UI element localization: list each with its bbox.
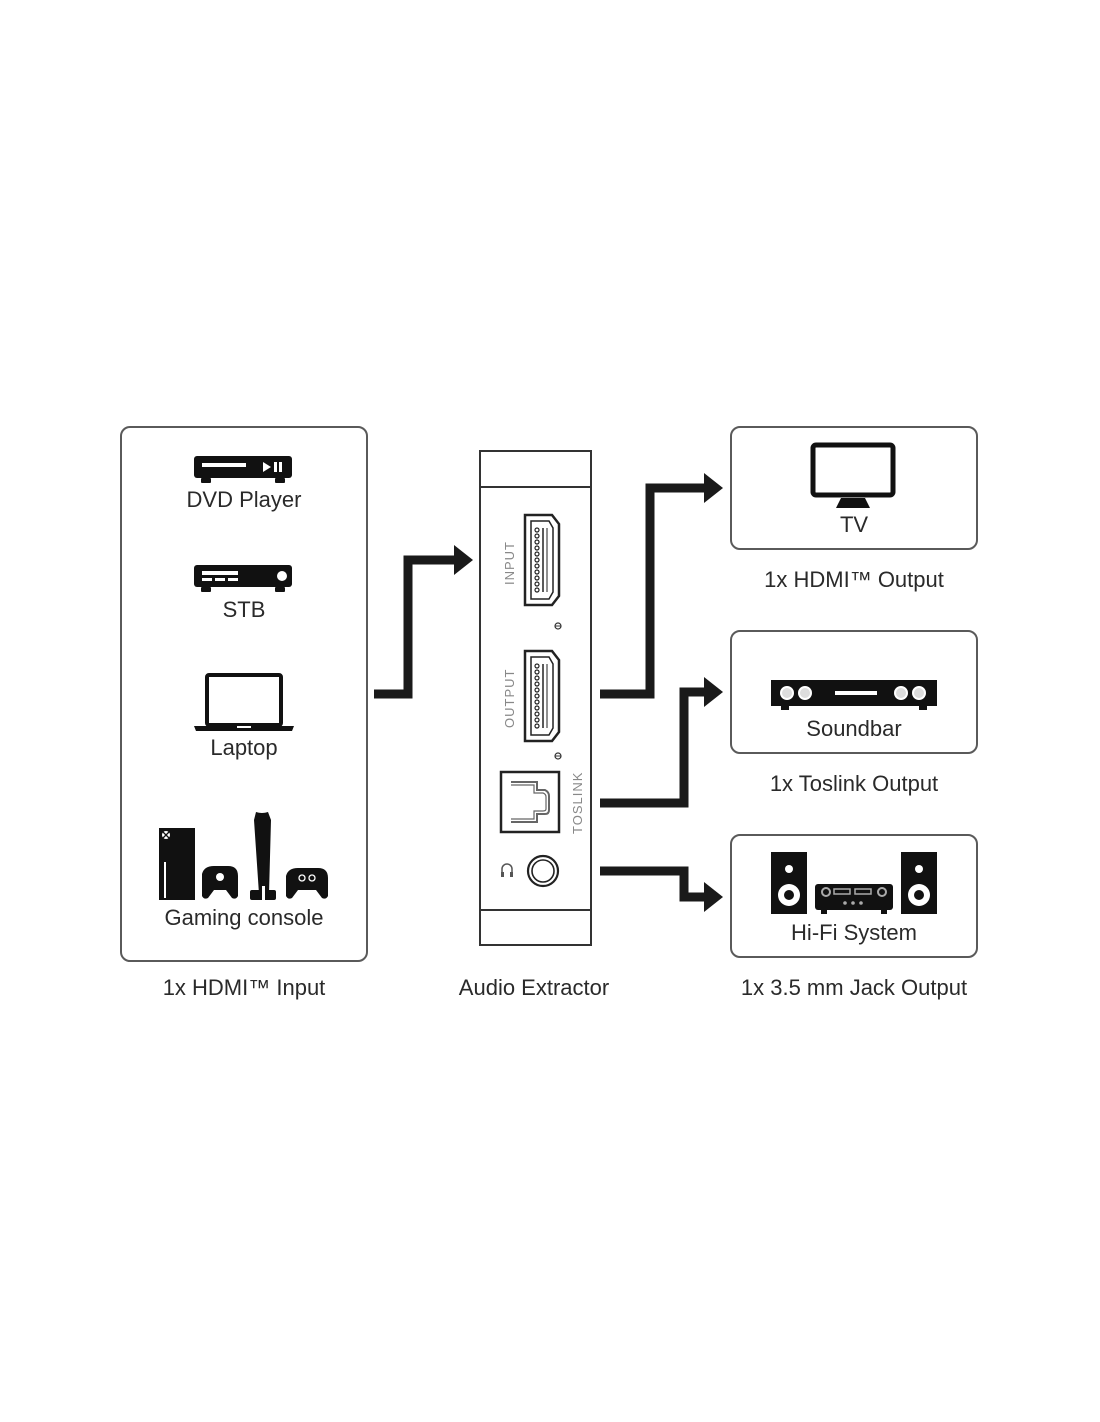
gaming-console-icon: [159, 812, 328, 900]
set-top-box-icon: [194, 565, 292, 592]
toslink-port-icon: [499, 770, 561, 834]
output-caption-jack: 1x 3.5 mm Jack Output: [740, 975, 968, 1000]
port-label-toslink: TOSLINK: [570, 771, 585, 834]
device-label-laptop: Laptop: [210, 735, 278, 760]
hdmi-input-port-icon: [523, 513, 561, 607]
dvd-player-icon: [194, 456, 292, 483]
device-label-stb: STB: [222, 597, 266, 622]
input-caption: 1x HDMI™ Input: [162, 975, 326, 1000]
port-label-output: OUTPUT: [502, 668, 517, 728]
soundbar-icon: [771, 680, 937, 710]
port-indicator-icon: [554, 622, 562, 630]
port-label-input: INPUT: [502, 541, 517, 585]
device-label-dvd-player: DVD Player: [186, 487, 302, 512]
output-caption-hdmi: 1x HDMI™ Output: [764, 567, 944, 592]
laptop-icon: [194, 673, 294, 731]
extractor-caption: Audio Extractor: [458, 975, 610, 1000]
arrow-extractor-to-tv: [600, 473, 723, 699]
hdmi-output-port-icon: [523, 649, 561, 743]
output-caption-toslink: 1x Toslink Output: [769, 771, 939, 796]
device-label-gaming-console: Gaming console: [164, 905, 324, 930]
arrow-extractor-to-hifi: [600, 866, 723, 912]
hifi-system-icon: [771, 852, 937, 914]
audio-extractor-device: INPUT OUTPUT TOSLINK: [478, 450, 592, 946]
headphone-icon: [501, 863, 513, 877]
tv-icon: [810, 442, 896, 508]
arrow-input-to-extractor: [374, 545, 473, 699]
output-label-hifi: Hi-Fi System: [791, 920, 917, 945]
audio-jack-port-icon: [526, 854, 560, 888]
output-label-tv: TV: [839, 512, 869, 537]
output-label-soundbar: Soundbar: [806, 716, 902, 741]
port-indicator-icon: [554, 752, 562, 760]
arrow-extractor-to-soundbar: [600, 677, 723, 808]
